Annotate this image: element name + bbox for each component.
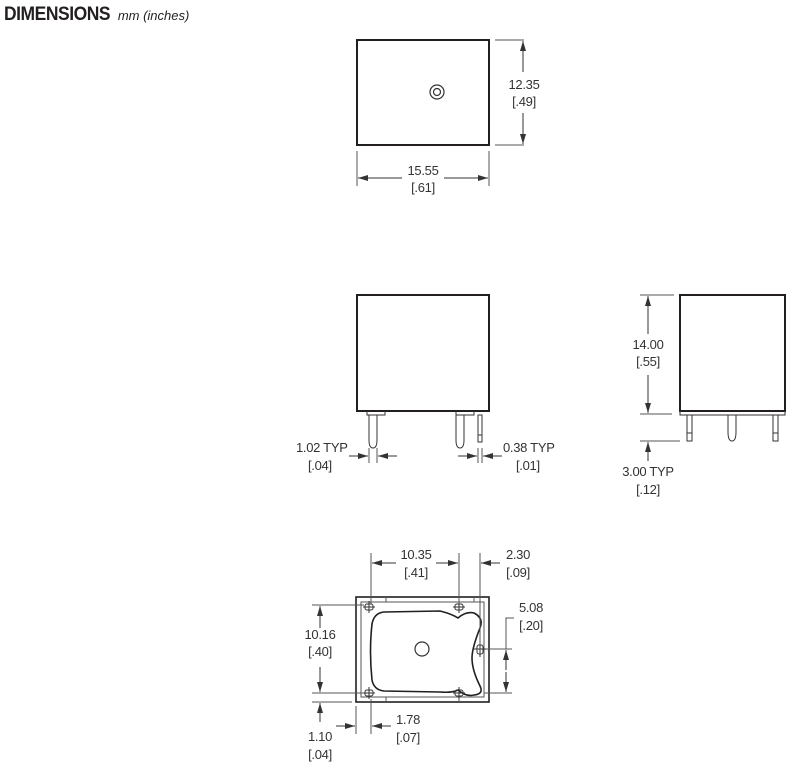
edge-offset-left-mm: 1.78 <box>396 712 420 727</box>
pin-thickness-in: [.01] <box>516 458 540 473</box>
edge-offset-left-in: [.07] <box>396 730 420 745</box>
edge-offset-bottom-mm: 1.10 <box>308 729 332 744</box>
pin-pads <box>363 601 486 699</box>
pin-spacing-y-mm: 10.16 <box>304 627 335 642</box>
top-width-mm: 15.55 <box>407 163 438 178</box>
edge-offset-bottom-in: [.04] <box>308 747 332 762</box>
title-dimensions: DIMENSIONS <box>4 4 111 25</box>
front-view-body <box>356 294 490 412</box>
left-pin <box>368 415 378 449</box>
center-pin-offset-in: [.20] <box>519 618 543 633</box>
title-units: mm (inches) <box>117 8 190 23</box>
edge-offset-right-in: [.09] <box>506 565 530 580</box>
side-view-body <box>679 294 786 412</box>
pin-length-mm: 3.00 TYP <box>622 464 674 479</box>
center-hole-icon <box>414 641 430 657</box>
pin-width-in: [.04] <box>308 458 332 473</box>
center-pin-offset-mm: 5.08 <box>519 600 543 615</box>
pin-spacing-x-mm: 10.35 <box>400 547 431 562</box>
edge-offset-right-mm: 2.30 <box>506 547 530 562</box>
body-height-in: [.55] <box>636 354 660 369</box>
pin-length-in: [.12] <box>636 482 660 497</box>
thin-pin <box>477 414 483 443</box>
top-height-mm: 12.35 <box>508 77 539 92</box>
body-height-mm: 14.00 <box>632 337 663 352</box>
front-view: 1.02 TYP [.04] 0.38 TYP [.01] <box>296 294 555 473</box>
page-title: DIMENSIONS mm (inches) <box>4 4 189 26</box>
bottom-view: 10.35 [.41] 2.30 [.09] 10.16 [.40] 5.08 … <box>304 547 543 762</box>
top-view: 12.35 [.49] 15.55 [.61] <box>356 39 540 195</box>
center-mark-icon <box>429 84 445 100</box>
middle-pin <box>455 415 465 449</box>
pin-spacing-x-in: [.41] <box>404 565 428 580</box>
top-width-in: [.61] <box>411 180 435 195</box>
top-height-in: [.49] <box>512 94 536 109</box>
coil-outline <box>369 610 482 697</box>
top-view-body <box>356 39 490 146</box>
pin-spacing-y-in: [.40] <box>308 644 332 659</box>
pin-thickness-mm: 0.38 TYP <box>503 440 555 455</box>
side-view: 14.00 [.55] 3.00 TYP [.12] <box>622 294 786 497</box>
pin-width-mm: 1.02 TYP <box>296 440 348 455</box>
